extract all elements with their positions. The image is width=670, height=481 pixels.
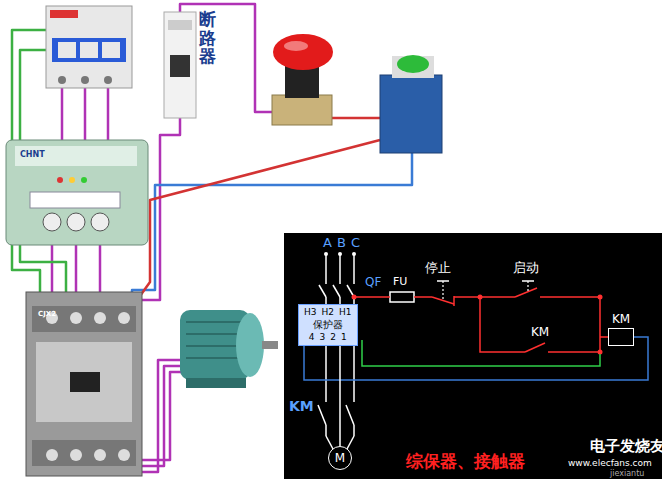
caption-text: 综保器、接触器 [405, 452, 526, 472]
fuse-label: FU [392, 276, 408, 289]
contactor-label: KM [288, 398, 315, 414]
watermark-url: www.elecfans.com [568, 458, 652, 468]
coil-box [608, 328, 634, 346]
brand-mark: CHNT [20, 150, 45, 159]
phase-label: B [336, 236, 347, 251]
contactor-coil: KM [608, 312, 634, 346]
breaker-label: 断路器 [199, 10, 216, 66]
protector-title: 保护器 [313, 318, 343, 332]
button-label: 启动 [512, 261, 540, 276]
terminal-label: H2 [322, 307, 335, 318]
breaker-symbol-label: QF [364, 276, 382, 290]
contact-label: KM [530, 326, 550, 340]
terminal-row: 4321 [309, 332, 347, 343]
terminal-label: 2 [330, 332, 336, 343]
terminal-label: H3 [304, 307, 317, 318]
protector-title-row: 保护器 [313, 318, 343, 332]
watermark: 电子发烧友 [590, 438, 665, 455]
button-label: 停止 [424, 261, 452, 276]
coil-label: KM [612, 312, 630, 326]
wire-connector [339, 346, 341, 446]
terminal-label: 4 [309, 332, 315, 343]
motor-circle: M [328, 446, 352, 470]
terminal-label: H1 [339, 307, 352, 318]
motor-label: M [335, 451, 345, 465]
watermark-tag: jiexiantu [610, 469, 644, 478]
protector-box: H3 H2 H1保护器4321 [298, 304, 358, 346]
terminal-label: 1 [341, 332, 347, 343]
terminal-row: H3 H2 H1 [304, 307, 352, 318]
model-mark: CJX2 [38, 310, 56, 318]
phase-label: C [350, 236, 361, 251]
terminal-label: 3 [320, 332, 326, 343]
phase-label: A [322, 236, 333, 251]
